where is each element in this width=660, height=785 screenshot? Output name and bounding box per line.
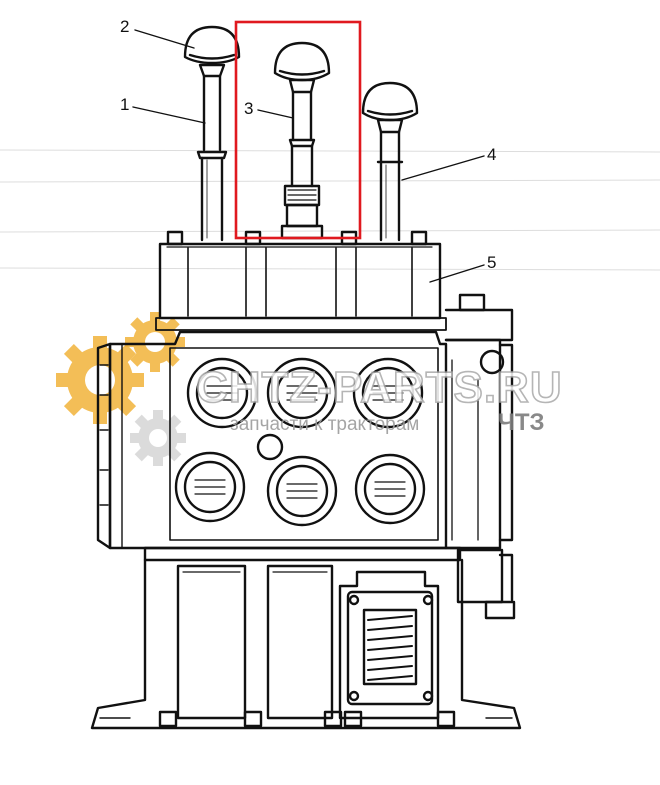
port-row-bottom	[174, 451, 426, 527]
callout-3: 3	[244, 99, 253, 118]
watermark: CHTZ-PARTS.RU запчасти к тракторам ЧТЗ	[195, 362, 563, 436]
highlight-frame	[234, 20, 362, 240]
lever-rod-left	[202, 74, 222, 152]
nameplate	[338, 570, 440, 720]
lever-knob-left	[183, 25, 241, 65]
lever-middle	[273, 41, 331, 240]
center-hole	[256, 433, 284, 461]
gear-medium-icon	[125, 312, 185, 372]
gear-logo-icon	[56, 312, 186, 466]
lever-right	[361, 81, 419, 242]
watermark-brand-text: ЧТЗ	[498, 409, 545, 436]
drawing-background-lines	[0, 149, 660, 271]
watermark-sub-text: запчасти к тракторам	[230, 414, 419, 435]
lever-rod-middle	[291, 90, 313, 142]
gear-small-icon	[130, 410, 186, 466]
callout-2: 2	[120, 17, 129, 36]
port-row-top	[186, 357, 424, 429]
watermark-main-text: CHTZ-PARTS.RU	[196, 363, 563, 412]
side-block-right	[444, 293, 516, 620]
top-cover	[155, 230, 447, 331]
callout-4: 4	[487, 145, 496, 164]
callout-labels: 2 1 3 4 5	[120, 17, 496, 272]
lever-rod-right	[379, 130, 401, 242]
valve-body	[96, 330, 448, 550]
lever-left	[183, 25, 241, 242]
callout-1: 1	[120, 95, 129, 114]
gear-large-icon	[56, 336, 144, 424]
leader-lines	[132, 29, 485, 283]
base-housing	[90, 546, 522, 730]
callout-5: 5	[487, 253, 496, 272]
